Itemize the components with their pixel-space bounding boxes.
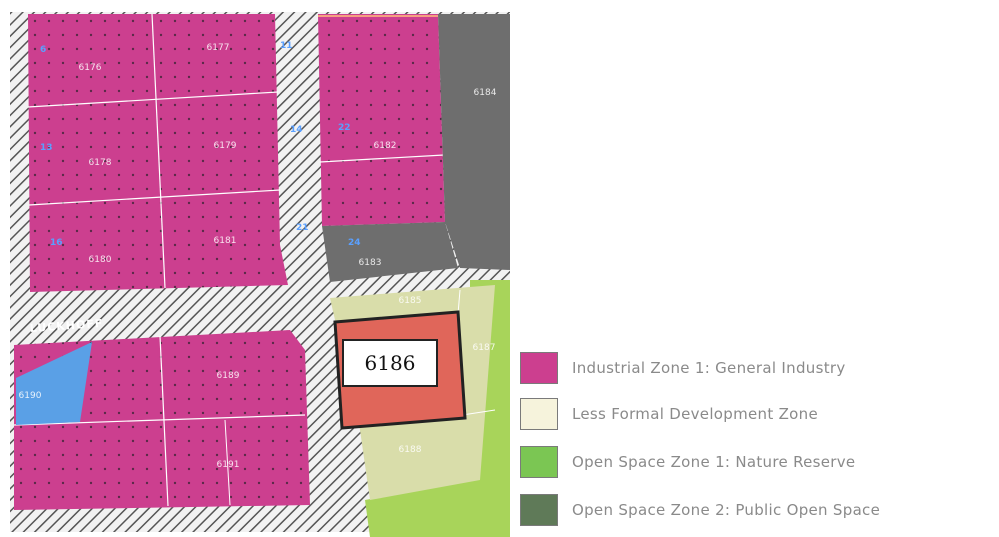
street-name: LUCKHOFF bbox=[29, 317, 103, 335]
blue-parcel[interactable] bbox=[16, 342, 92, 425]
highlight-lot-number: 6186 bbox=[365, 351, 416, 375]
zoning-map: 6186 LUCKHOFF 61766177617861796180618161… bbox=[10, 12, 510, 537]
legend-swatch-industrial bbox=[520, 352, 558, 384]
lot-number: 6178 bbox=[89, 158, 112, 168]
edge-number: 14 bbox=[290, 125, 303, 135]
edge-number-labels: 6 11 13 14 16 21 22 24 bbox=[40, 41, 361, 248]
legend-item-public-open-space: Open Space Zone 2: Public Open Space bbox=[520, 492, 880, 528]
lot-number: 6187 bbox=[473, 343, 496, 353]
edge-number: 16 bbox=[50, 238, 63, 248]
industrial-block-north-east[interactable] bbox=[318, 14, 445, 226]
edge-number: 21 bbox=[296, 223, 309, 233]
lot-number: 6188 bbox=[399, 445, 422, 455]
lot-number: 6179 bbox=[214, 141, 237, 151]
edge-number: 11 bbox=[280, 41, 293, 51]
industrial-block-south[interactable] bbox=[13, 330, 310, 510]
highlight-lot[interactable]: 6186 bbox=[333, 310, 467, 430]
legend-item-less-formal: Less Formal Development Zone bbox=[520, 396, 818, 432]
legend-item-industrial: Industrial Zone 1: General Industry bbox=[520, 350, 846, 386]
lot-number: 6184 bbox=[474, 88, 497, 98]
legend-label-industrial: Industrial Zone 1: General Industry bbox=[572, 359, 846, 377]
highlight-lot-label-box bbox=[342, 339, 438, 387]
legend-swatch-public-open-space bbox=[520, 494, 558, 526]
edge-number: 6 bbox=[40, 45, 46, 55]
edge-number: 24 bbox=[348, 238, 361, 248]
lot-number-labels: 6176 6177 6178 6179 6180 6181 6182 6183 6184 6185… bbox=[19, 43, 497, 470]
lot-number: 6189 bbox=[217, 371, 240, 381]
public-open-space-south[interactable] bbox=[322, 222, 458, 282]
legend-item-nature-reserve: Open Space Zone 1: Nature Reserve bbox=[520, 444, 855, 480]
lot-number: 6180 bbox=[89, 255, 112, 265]
lot-number: 6191 bbox=[217, 460, 240, 470]
lot-number: 6190 bbox=[19, 391, 42, 401]
lot-number: 6181 bbox=[214, 236, 237, 246]
industrial-block-north-west[interactable] bbox=[27, 13, 288, 292]
edge-number: 22 bbox=[338, 123, 351, 133]
edge-number: 13 bbox=[40, 143, 53, 153]
legend-label-less-formal: Less Formal Development Zone bbox=[572, 405, 818, 423]
legend-label-public-open-space: Open Space Zone 2: Public Open Space bbox=[572, 501, 881, 519]
lot-number: 6182 bbox=[374, 141, 397, 151]
southern-road bbox=[14, 510, 354, 532]
lot-number: 6183 bbox=[359, 258, 382, 268]
legend-swatch-nature-reserve bbox=[520, 446, 558, 478]
lot-number: 6177 bbox=[207, 43, 230, 53]
legend-label-nature-reserve: Open Space Zone 1: Nature Reserve bbox=[572, 453, 856, 471]
legend-swatch-less-formal bbox=[520, 398, 558, 430]
lot-number: 6176 bbox=[79, 63, 102, 73]
lot-number: 6185 bbox=[399, 296, 422, 306]
public-open-space-east[interactable] bbox=[438, 14, 510, 270]
